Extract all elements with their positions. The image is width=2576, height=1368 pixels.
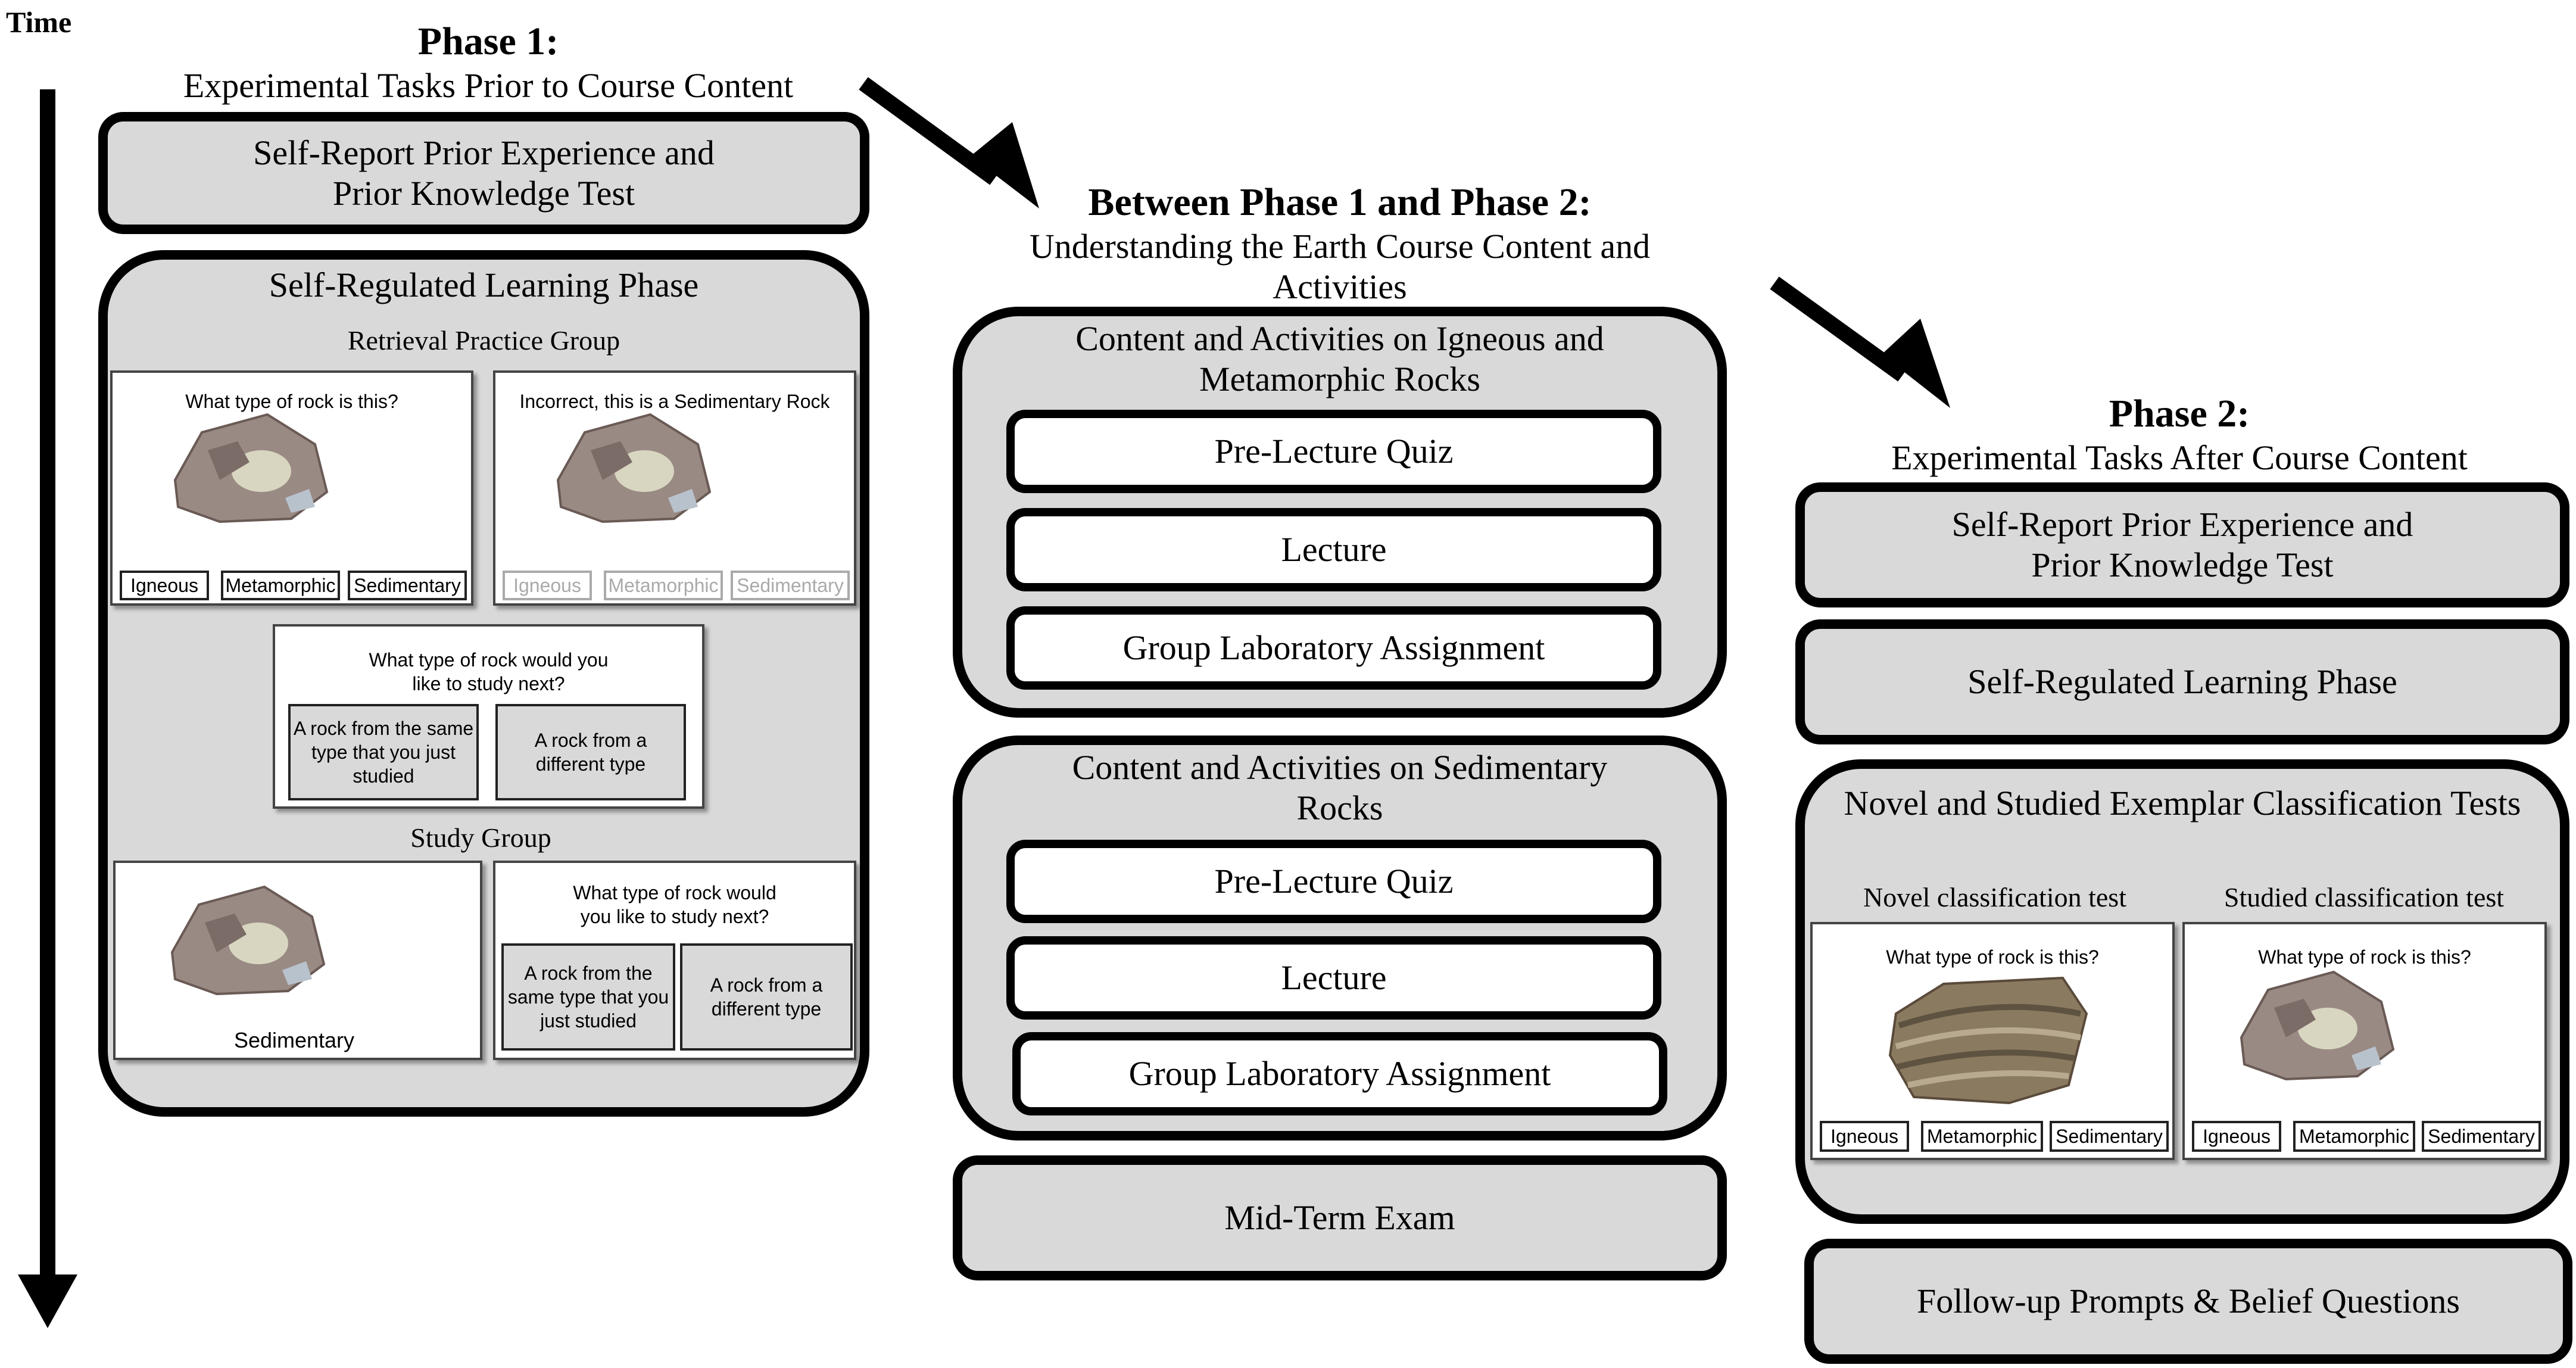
rock-image <box>173 413 329 523</box>
classification-tests-title: Novel and Studied Exemplar Classificatio… <box>1844 784 2521 822</box>
phase1-self-report-box: Self-Report Prior Experience and Prior K… <box>98 112 869 234</box>
phase2-srl-box: Self-Regulated Learning Phase <box>1795 619 2569 744</box>
phase1-srl-title: Self-Regulated Learning Phase <box>269 266 699 304</box>
unit1-group-lab: Group Laboratory Assignment <box>1006 606 1661 690</box>
study-rock-label: Sedimentary <box>233 1028 355 1052</box>
between-title: Between Phase 1 and Phase 2: <box>1088 180 1592 224</box>
unit1-lecture: Lecture <box>1006 508 1661 591</box>
unit2-group-lab: Group Laboratory Assignment <box>1012 1032 1667 1115</box>
igneous-option-disabled: Igneous <box>503 571 592 600</box>
phase1-title: Phase 1: <box>417 20 559 63</box>
studied-igneous-option[interactable]: Igneous <box>2192 1121 2281 1152</box>
phase1-header: Phase 1: Experimental Tasks Prior to Cou… <box>137 18 840 106</box>
followup-box: Follow-up Prompts & Belief Questions <box>1804 1239 2572 1364</box>
igneous-option[interactable]: Igneous <box>120 571 209 600</box>
phase2-title: Phase 2: <box>2109 392 2250 435</box>
next-question-text: What type of rock would you like to stud… <box>369 649 609 694</box>
between-header: Between Phase 1 and Phase 2: Understandi… <box>953 179 1727 307</box>
retrieval-question-panel: What type of rock is this? Igneous Metam… <box>110 370 473 606</box>
midterm-exam-box: Mid-Term Exam <box>953 1155 1727 1280</box>
novel-test-panel: What type of rock is this? Igneous Metam… <box>1810 922 2175 1160</box>
studied-test-panel: What type of rock is this? Igneous Metam… <box>2182 922 2547 1160</box>
rock-image <box>170 885 326 996</box>
unit1-title: Content and Activities on Igneous and Me… <box>1075 319 1604 398</box>
feedback-text: Incorrect, this is a Sedimentary Rock <box>519 391 830 412</box>
rock-image <box>556 413 712 523</box>
phase2-header: Phase 2: Experimental Tasks After Course… <box>1792 390 2566 478</box>
study-next-question-text: What type of rock would you like to stud… <box>573 882 776 927</box>
studied-test-label: Studied classification test <box>2223 882 2505 912</box>
time-arrow-head <box>18 1274 77 1328</box>
between-subtitle: Understanding the Earth Course Content a… <box>1029 227 1651 306</box>
metamorphic-option[interactable]: Metamorphic <box>221 571 340 600</box>
studied-metamorphic-option[interactable]: Metamorphic <box>2293 1121 2415 1152</box>
novel-test-label: Novel classification test <box>1863 882 2126 912</box>
phase1-subtitle: Experimental Tasks Prior to Course Conte… <box>183 66 794 105</box>
banded-rock-image <box>1888 976 2088 1105</box>
panel-question-text: What type of rock is this? <box>185 391 398 412</box>
unit2-pre-lecture-quiz: Pre-Lecture Quiz <box>1006 840 1661 923</box>
phase1-transition-arrow <box>859 77 999 185</box>
unit2-lecture: Lecture <box>1006 936 1661 1020</box>
rock-image <box>2240 970 2395 1081</box>
novel-igneous-option[interactable]: Igneous <box>1820 1121 1909 1152</box>
novel-question-text: What type of rock is this? <box>1886 946 2099 968</box>
study-rock-panel: Sedimentary <box>113 861 482 1060</box>
sedimentary-option-disabled: Sedimentary <box>731 571 850 600</box>
studied-question-text: What type of rock is this? <box>2258 946 2471 968</box>
unit1-pre-lecture-quiz: Pre-Lecture Quiz <box>1006 410 1661 493</box>
retrieval-feedback-panel: Incorrect, this is a Sedimentary Rock Ig… <box>493 370 856 606</box>
phase2-transition-arrow <box>1770 276 1907 382</box>
retrieval-group-label: Retrieval Practice Group <box>347 325 620 356</box>
study-group-label: Study Group <box>410 822 551 853</box>
time-label: Time <box>6 5 72 39</box>
different-type-choice[interactable]: A rock from a different type <box>495 704 686 800</box>
novel-metamorphic-option[interactable]: Metamorphic <box>1921 1121 2043 1152</box>
phase2-self-report-box: Self-Report Prior Experience and Prior K… <box>1795 482 2569 607</box>
unit2-title: Content and Activities on Sedimentary Ro… <box>1072 748 1608 827</box>
studied-sedimentary-option[interactable]: Sedimentary <box>2422 1121 2541 1152</box>
retrieval-next-choice-panel: What type of rock would you like to stud… <box>273 624 704 809</box>
sedimentary-option[interactable]: Sedimentary <box>348 571 467 600</box>
study-different-type-choice[interactable]: A rock from a different type <box>680 943 853 1051</box>
same-type-choice[interactable]: A rock from the same type that you just … <box>288 704 479 800</box>
novel-sedimentary-option[interactable]: Sedimentary <box>2050 1121 2169 1152</box>
metamorphic-option-disabled: Metamorphic <box>604 571 723 600</box>
study-next-choice-panel: What type of rock would you like to stud… <box>493 861 856 1060</box>
study-same-type-choice[interactable]: A rock from the same type that you just … <box>501 943 675 1051</box>
phase2-subtitle: Experimental Tasks After Course Content <box>1891 438 2468 477</box>
